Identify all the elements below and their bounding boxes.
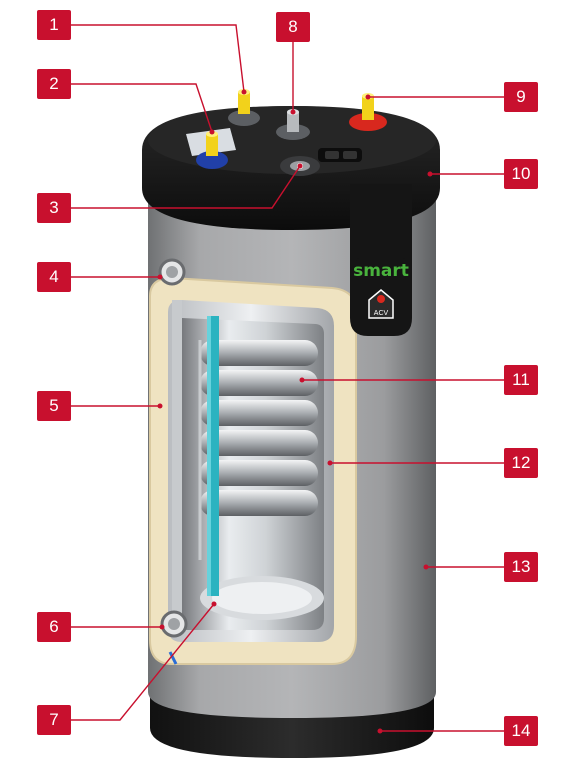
callout-14: 14 bbox=[504, 716, 538, 746]
grey-fitting-8 bbox=[276, 109, 310, 140]
lid-display bbox=[318, 148, 362, 162]
callout-11: 11 bbox=[504, 365, 538, 395]
leader-lines bbox=[68, 24, 516, 732]
callout-1: 1 bbox=[37, 10, 71, 40]
brand-label: smart bbox=[353, 261, 409, 281]
callout-2: 2 bbox=[37, 69, 71, 99]
callout-8: 8 bbox=[276, 12, 310, 42]
callout-6: 6 bbox=[37, 612, 71, 642]
lower-side-port bbox=[160, 610, 188, 638]
blue-inlet-fitting bbox=[196, 131, 228, 169]
control-panel: smart ACV bbox=[350, 184, 412, 336]
heat-exchanger-coil bbox=[198, 340, 318, 560]
callout-4: 4 bbox=[37, 262, 71, 292]
acv-logo-text: ACV bbox=[374, 310, 389, 317]
cold-water-dip-tube bbox=[207, 316, 219, 596]
grey-fitting-1 bbox=[228, 89, 260, 126]
callout-7: 7 bbox=[37, 705, 71, 735]
leader-dots bbox=[157, 89, 433, 734]
tank-bottom bbox=[200, 576, 324, 620]
temperature-sensor bbox=[168, 651, 178, 665]
callout-3: 3 bbox=[37, 193, 71, 223]
callout-5: 5 bbox=[37, 391, 71, 421]
side-pipe bbox=[172, 300, 182, 630]
callout-9: 9 bbox=[504, 82, 538, 112]
callout-12: 12 bbox=[504, 448, 538, 478]
callout-13: 13 bbox=[504, 552, 538, 582]
upper-side-port bbox=[158, 258, 186, 286]
callout-10: 10 bbox=[504, 159, 538, 189]
